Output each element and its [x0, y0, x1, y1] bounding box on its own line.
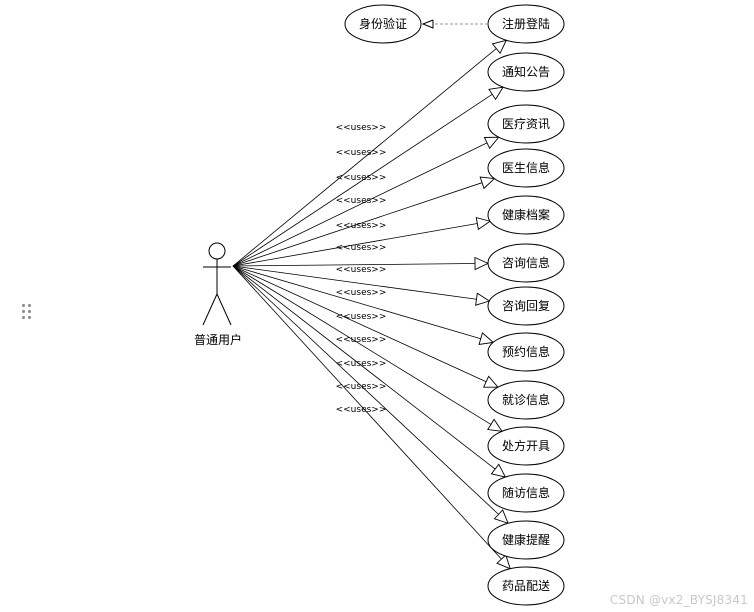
- uses-relation-label: <<uses>>: [336, 359, 387, 369]
- use-case-11[interactable]: 随访信息: [487, 473, 565, 513]
- use-case-label: 咨询回复: [502, 298, 550, 313]
- use-case-9[interactable]: 就诊信息: [487, 380, 565, 420]
- use-case-ellipse: [487, 195, 565, 235]
- use-case-6[interactable]: 咨询信息: [487, 243, 565, 283]
- actor-label: 普通用户: [194, 332, 242, 347]
- uses-relation-label: <<uses>>: [336, 382, 387, 392]
- use-case-label: 咨询信息: [502, 255, 550, 270]
- use-case-label: 预约信息: [502, 344, 550, 359]
- actor-regular-user[interactable]: 普通用户: [194, 242, 242, 347]
- use-case-label: 医疗资讯: [502, 117, 550, 131]
- association-line: [232, 265, 496, 470]
- use-case-1[interactable]: 注册登陆: [487, 4, 565, 44]
- use-case-label: 药品配送: [502, 578, 550, 593]
- association-line: [232, 223, 478, 267]
- association-arrowhead: [483, 136, 500, 150]
- association-arrowhead: [478, 332, 495, 346]
- use-case-ellipse: [487, 473, 565, 513]
- association-arrowhead: [488, 86, 504, 101]
- association-arrowhead: [475, 292, 491, 306]
- association-line: [232, 265, 499, 515]
- association-arrowhead: [491, 39, 508, 54]
- use-case-12[interactable]: 健康提醒: [487, 520, 565, 560]
- use-case-ellipse: [487, 426, 565, 466]
- uses-relation-label: <<uses>>: [336, 312, 387, 322]
- use-case-label: 注册登陆: [502, 16, 550, 31]
- association-line: [232, 182, 483, 267]
- use-case-label: 医生信息: [502, 160, 550, 175]
- use-case-label: 健康提醒: [502, 532, 550, 547]
- uses-relation-label: <<uses>>: [336, 265, 387, 275]
- association-arrowhead: [479, 176, 496, 190]
- use-case-ellipse: [487, 243, 565, 283]
- use-case-ellipse: [487, 520, 565, 560]
- use-case-label: 通知公告: [502, 65, 550, 79]
- use-case-label: 随访信息: [502, 485, 550, 500]
- association-line: [232, 263, 476, 267]
- use-case-3[interactable]: 医疗资讯: [487, 104, 565, 144]
- uses-relation-label: <<uses>>: [336, 243, 387, 253]
- use-case-7[interactable]: 咨询回复: [487, 286, 565, 326]
- use-case-2[interactable]: 通知公告: [487, 52, 565, 92]
- association-arrowhead: [490, 463, 507, 478]
- use-case-ellipse: [487, 380, 565, 420]
- use-case-8[interactable]: 预约信息: [487, 332, 565, 372]
- association-arrowhead: [496, 554, 511, 570]
- use-case-ellipse: [487, 566, 565, 606]
- use-case-ellipse: [487, 332, 565, 372]
- use-case-auth-label: 身份验证: [359, 16, 407, 31]
- drag-handle-icon[interactable]: [22, 304, 34, 322]
- uses-relation-label: <<uses>>: [336, 196, 387, 206]
- use-case-auth[interactable]: 身份验证: [344, 4, 422, 44]
- use-case-ellipse: [487, 148, 565, 188]
- use-case-10[interactable]: 处方开具: [487, 426, 565, 466]
- uses-relation-label: <<uses>>: [336, 148, 387, 158]
- association-arrowhead: [482, 375, 499, 388]
- association-line: [232, 48, 497, 267]
- association-line: [232, 265, 492, 425]
- use-case-5[interactable]: 健康档案: [487, 195, 565, 235]
- use-case-ellipse: [487, 286, 565, 326]
- use-case-label: 健康档案: [502, 207, 550, 222]
- association-line: [232, 265, 481, 340]
- use-case-4[interactable]: 医生信息: [487, 148, 565, 188]
- uses-relation-label: <<uses>>: [336, 335, 387, 345]
- association-arrowhead: [487, 418, 503, 432]
- use-case-ellipse: [487, 52, 565, 92]
- use-case-13[interactable]: 药品配送: [487, 566, 565, 606]
- watermark: CSDN @vx2_BYSJ8341: [609, 593, 748, 607]
- uses-relation-label: <<uses>>: [336, 288, 387, 298]
- association-line: [232, 265, 502, 560]
- association-arrowhead: [475, 216, 492, 231]
- use-case-label: 就诊信息: [502, 392, 550, 407]
- association-line: [232, 94, 493, 267]
- association-line: [232, 265, 477, 300]
- association-arrowhead: [474, 256, 490, 271]
- uses-relation-label: <<uses>>: [336, 221, 387, 231]
- use-case-ellipse: [487, 104, 565, 144]
- uses-relation-label: <<uses>>: [336, 123, 387, 133]
- uses-relation-label: <<uses>>: [336, 405, 387, 415]
- association-line: [232, 265, 487, 383]
- association-arrowhead: [493, 509, 509, 524]
- include-arrowhead: [421, 19, 434, 29]
- use-case-label: 处方开具: [502, 438, 550, 453]
- uses-relation-label: <<uses>>: [336, 173, 387, 183]
- association-line: [232, 142, 488, 267]
